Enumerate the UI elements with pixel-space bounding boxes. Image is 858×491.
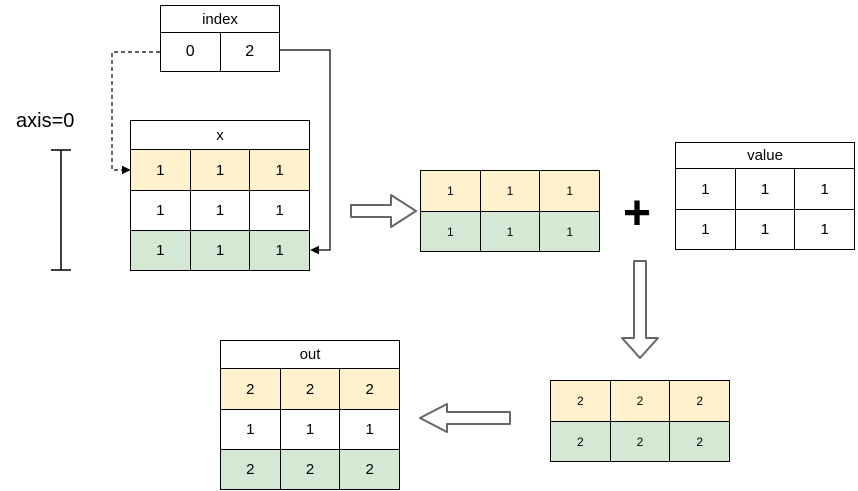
plus-operator: + xyxy=(622,187,652,240)
table-cell: 2 xyxy=(246,380,255,398)
table-title: out xyxy=(221,341,399,369)
axis-extent-line xyxy=(51,149,71,271)
table-cell: 2 xyxy=(576,434,584,449)
table-cell: 2 xyxy=(339,369,399,409)
table-row: 1 1 1 xyxy=(421,211,599,251)
table-row: 1 1 1 xyxy=(221,409,399,449)
gather-arrow-icon xyxy=(350,194,417,228)
table-cell: 2 xyxy=(339,450,399,489)
table-cell: 0 xyxy=(185,43,195,60)
gathered-rows-table: 1 1 1 1 1 1 xyxy=(420,170,600,252)
table-cell: 1 xyxy=(189,191,250,230)
table-row: 1 1 1 xyxy=(676,209,854,249)
table-cell: 1 xyxy=(794,169,854,209)
value-table: value 1 1 1 1 1 1 xyxy=(675,142,855,250)
table-cell: 1 xyxy=(156,161,165,179)
table-cell: 2 xyxy=(219,33,280,71)
table-cell: 2 xyxy=(246,461,255,478)
table-title: index xyxy=(161,6,279,33)
table-cell: 1 xyxy=(734,210,795,249)
table-cell: 1 xyxy=(246,421,255,438)
index-table: index 0 2 xyxy=(160,5,280,72)
table-cell: 2 xyxy=(279,450,340,489)
table-cell: 1 xyxy=(249,231,309,270)
table-cell: 1 xyxy=(701,221,710,238)
table-row: 1 1 1 xyxy=(131,150,309,190)
table-cell: 1 xyxy=(279,410,340,449)
table-cell: 2 xyxy=(609,381,670,421)
table-cell: 1 xyxy=(794,210,854,249)
table-title: x xyxy=(131,121,309,150)
table-row: 2 2 2 xyxy=(551,381,729,421)
table-cell: 1 xyxy=(156,202,165,219)
table-cell: 1 xyxy=(479,212,540,251)
table-row: 1 1 1 xyxy=(676,169,854,209)
table-cell: 1 xyxy=(189,231,250,270)
x-table: x 1 1 1 1 1 1 1 1 1 xyxy=(130,120,310,271)
table-cell: 1 xyxy=(701,180,710,198)
table-cell: 1 xyxy=(249,191,309,230)
table-cell: 1 xyxy=(479,171,540,211)
table-cell: 1 xyxy=(446,224,454,239)
table-row: 1 1 1 xyxy=(131,230,309,270)
down-arrow-icon xyxy=(621,260,659,359)
table-cell: 2 xyxy=(669,422,729,461)
table-row: 1 1 1 xyxy=(131,190,309,230)
table-cell: 1 xyxy=(446,184,454,198)
table-cell: 2 xyxy=(609,422,670,461)
table-row: 2 2 2 xyxy=(221,449,399,489)
table-row: 0 2 xyxy=(161,33,279,71)
table-row: 1 1 1 xyxy=(421,171,599,211)
table-cell: 1 xyxy=(734,169,795,209)
axis-label: axis=0 xyxy=(16,110,75,132)
table-cell: 1 xyxy=(156,242,165,259)
table-row: 2 2 2 xyxy=(221,369,399,409)
sum-rows-table: 2 2 2 2 2 2 xyxy=(550,380,730,462)
table-cell: 1 xyxy=(539,212,599,251)
table-cell: 1 xyxy=(249,150,309,190)
table-title: value xyxy=(676,143,854,169)
out-table: out 2 2 2 1 1 1 2 2 2 xyxy=(220,340,400,490)
table-row: 2 2 2 xyxy=(551,421,729,461)
table-cell: 2 xyxy=(669,381,729,421)
table-cell: 2 xyxy=(279,369,340,409)
left-arrow-icon xyxy=(419,403,511,433)
table-cell: 1 xyxy=(189,150,250,190)
table-cell: 1 xyxy=(339,410,399,449)
table-cell: 2 xyxy=(576,394,584,408)
table-cell: 1 xyxy=(539,171,599,211)
